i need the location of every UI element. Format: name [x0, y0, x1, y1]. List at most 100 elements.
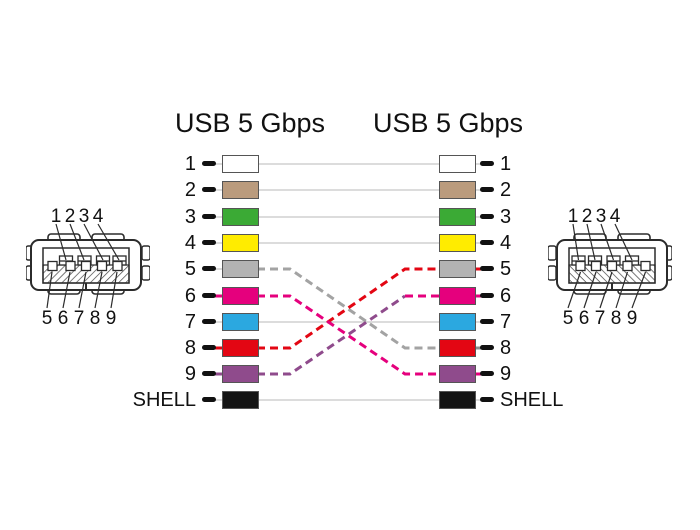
pin-label-right: SHELL [500, 389, 564, 411]
pin-tick-right [480, 319, 494, 324]
pin-tick-left [202, 187, 216, 192]
pin-row-5: 5 5 [0, 258, 700, 280]
wire-color-block-left [222, 391, 259, 409]
pin-label-right: 8 [500, 337, 512, 359]
svg-text:6: 6 [58, 308, 69, 328]
pin-tick-left [202, 266, 216, 271]
wire-color-block-right [439, 208, 476, 226]
pin-tick-left [202, 214, 216, 219]
pin-tick-right [480, 266, 494, 271]
wire-color-block-right [439, 287, 476, 305]
svg-text:9: 9 [106, 308, 117, 328]
connector-leader-lines [567, 223, 647, 309]
svg-text:4: 4 [610, 206, 621, 227]
pin-tick-right [480, 240, 494, 245]
pin-label-left: 7 [184, 311, 196, 333]
pin-label-left: 3 [184, 206, 196, 228]
connector-pin-numbers: 1 2 3 4 5 6 7 8 9 [42, 206, 117, 328]
left-connector-title: USB 5 Gbps [174, 108, 326, 138]
pin-row-shell: SHELL SHELL [0, 389, 700, 411]
pin-tick-left [202, 161, 216, 166]
wire-color-block-left [222, 208, 259, 226]
pin-tick-left [202, 319, 216, 324]
usb-a-connector-right: 1 2 3 4 5 6 7 8 9 [548, 206, 672, 328]
connector-pin-numbers: 1 2 3 4 5 6 7 8 9 [563, 206, 638, 328]
wire-color-block-left [222, 339, 259, 357]
svg-text:2: 2 [65, 206, 76, 227]
svg-text:6: 6 [579, 308, 590, 328]
right-connector-title: USB 5 Gbps [372, 108, 524, 138]
pin-label-right: 7 [500, 311, 512, 333]
wire-6-to-9 [257, 294, 439, 376]
wire-color-block-right [439, 181, 476, 199]
pin-label-left: 4 [184, 232, 196, 254]
connector-contacts [47, 255, 127, 272]
wire-color-block-right [439, 155, 476, 173]
wire-5-to-8 [257, 267, 439, 350]
pin-row-1: 1 1 [0, 153, 700, 175]
pin-row-8: 8 8 [0, 337, 700, 359]
pin-label-left: SHELL [132, 389, 196, 411]
wire-9-to-6 [257, 294, 406, 376]
connector-leader-lines [46, 223, 120, 309]
wire-color-block-right [439, 313, 476, 331]
wire-color-block-right [439, 365, 476, 383]
pin-row-6: 6 6 [0, 285, 700, 307]
pin-label-right: 3 [500, 206, 512, 228]
pin-tick-right [480, 187, 494, 192]
pin-label-left: 5 [184, 258, 196, 280]
svg-text:5: 5 [42, 308, 53, 328]
pin-tick-left [202, 240, 216, 245]
pin-tick-left [202, 293, 216, 298]
wire-color-block-right [439, 339, 476, 357]
svg-text:3: 3 [596, 206, 607, 227]
pin-row-3: 3 3 [0, 206, 700, 228]
pin-row-9: 9 9 [0, 363, 700, 385]
pin-tick-left [202, 371, 216, 376]
pin-label-right: 2 [500, 179, 512, 201]
svg-text:2: 2 [582, 206, 593, 227]
pin-label-right: 4 [500, 232, 512, 254]
svg-text:1: 1 [568, 206, 579, 227]
pin-row-2: 2 2 [0, 179, 700, 201]
svg-text:5: 5 [563, 308, 574, 328]
wire-color-block-left [222, 155, 259, 173]
pin-tick-left [202, 345, 216, 350]
svg-text:8: 8 [611, 308, 622, 328]
wire-color-block-left [222, 313, 259, 331]
crossover-wires [257, 267, 439, 376]
pin-tick-right [480, 371, 494, 376]
svg-text:7: 7 [74, 308, 85, 328]
pin-label-right: 5 [500, 258, 512, 280]
pin-row-7: 7 7 [0, 311, 700, 333]
connector-contacts [571, 255, 651, 272]
pin-row-4: 4 4 [0, 232, 700, 254]
wire-8-to-5 [257, 267, 439, 350]
wire-color-block-left [222, 365, 259, 383]
wire-color-block-left [222, 287, 259, 305]
svg-text:1: 1 [51, 206, 62, 227]
svg-text:3: 3 [79, 206, 90, 227]
pin-tick-right [480, 214, 494, 219]
wire-color-block-left [222, 234, 259, 252]
svg-text:4: 4 [93, 206, 104, 227]
wire-color-block-left [222, 260, 259, 278]
pin-label-left: 2 [184, 179, 196, 201]
pin-label-left: 9 [184, 363, 196, 385]
pin-label-right: 9 [500, 363, 512, 385]
svg-text:7: 7 [595, 308, 606, 328]
wire-color-block-right [439, 260, 476, 278]
wire-color-block-left [222, 181, 259, 199]
pin-tick-right [480, 345, 494, 350]
connector-body [548, 233, 672, 295]
pin-label-left: 8 [184, 337, 196, 359]
wire-color-block-right [439, 234, 476, 252]
svg-text:8: 8 [90, 308, 101, 328]
pin-label-left: 1 [184, 153, 196, 175]
pin-label-right: 1 [500, 153, 512, 175]
usb-a-connector-left: 1 2 3 4 5 6 7 8 9 [26, 206, 150, 328]
pin-label-left: 6 [184, 285, 196, 307]
pin-tick-right [480, 397, 494, 402]
wire-color-block-right [439, 391, 476, 409]
